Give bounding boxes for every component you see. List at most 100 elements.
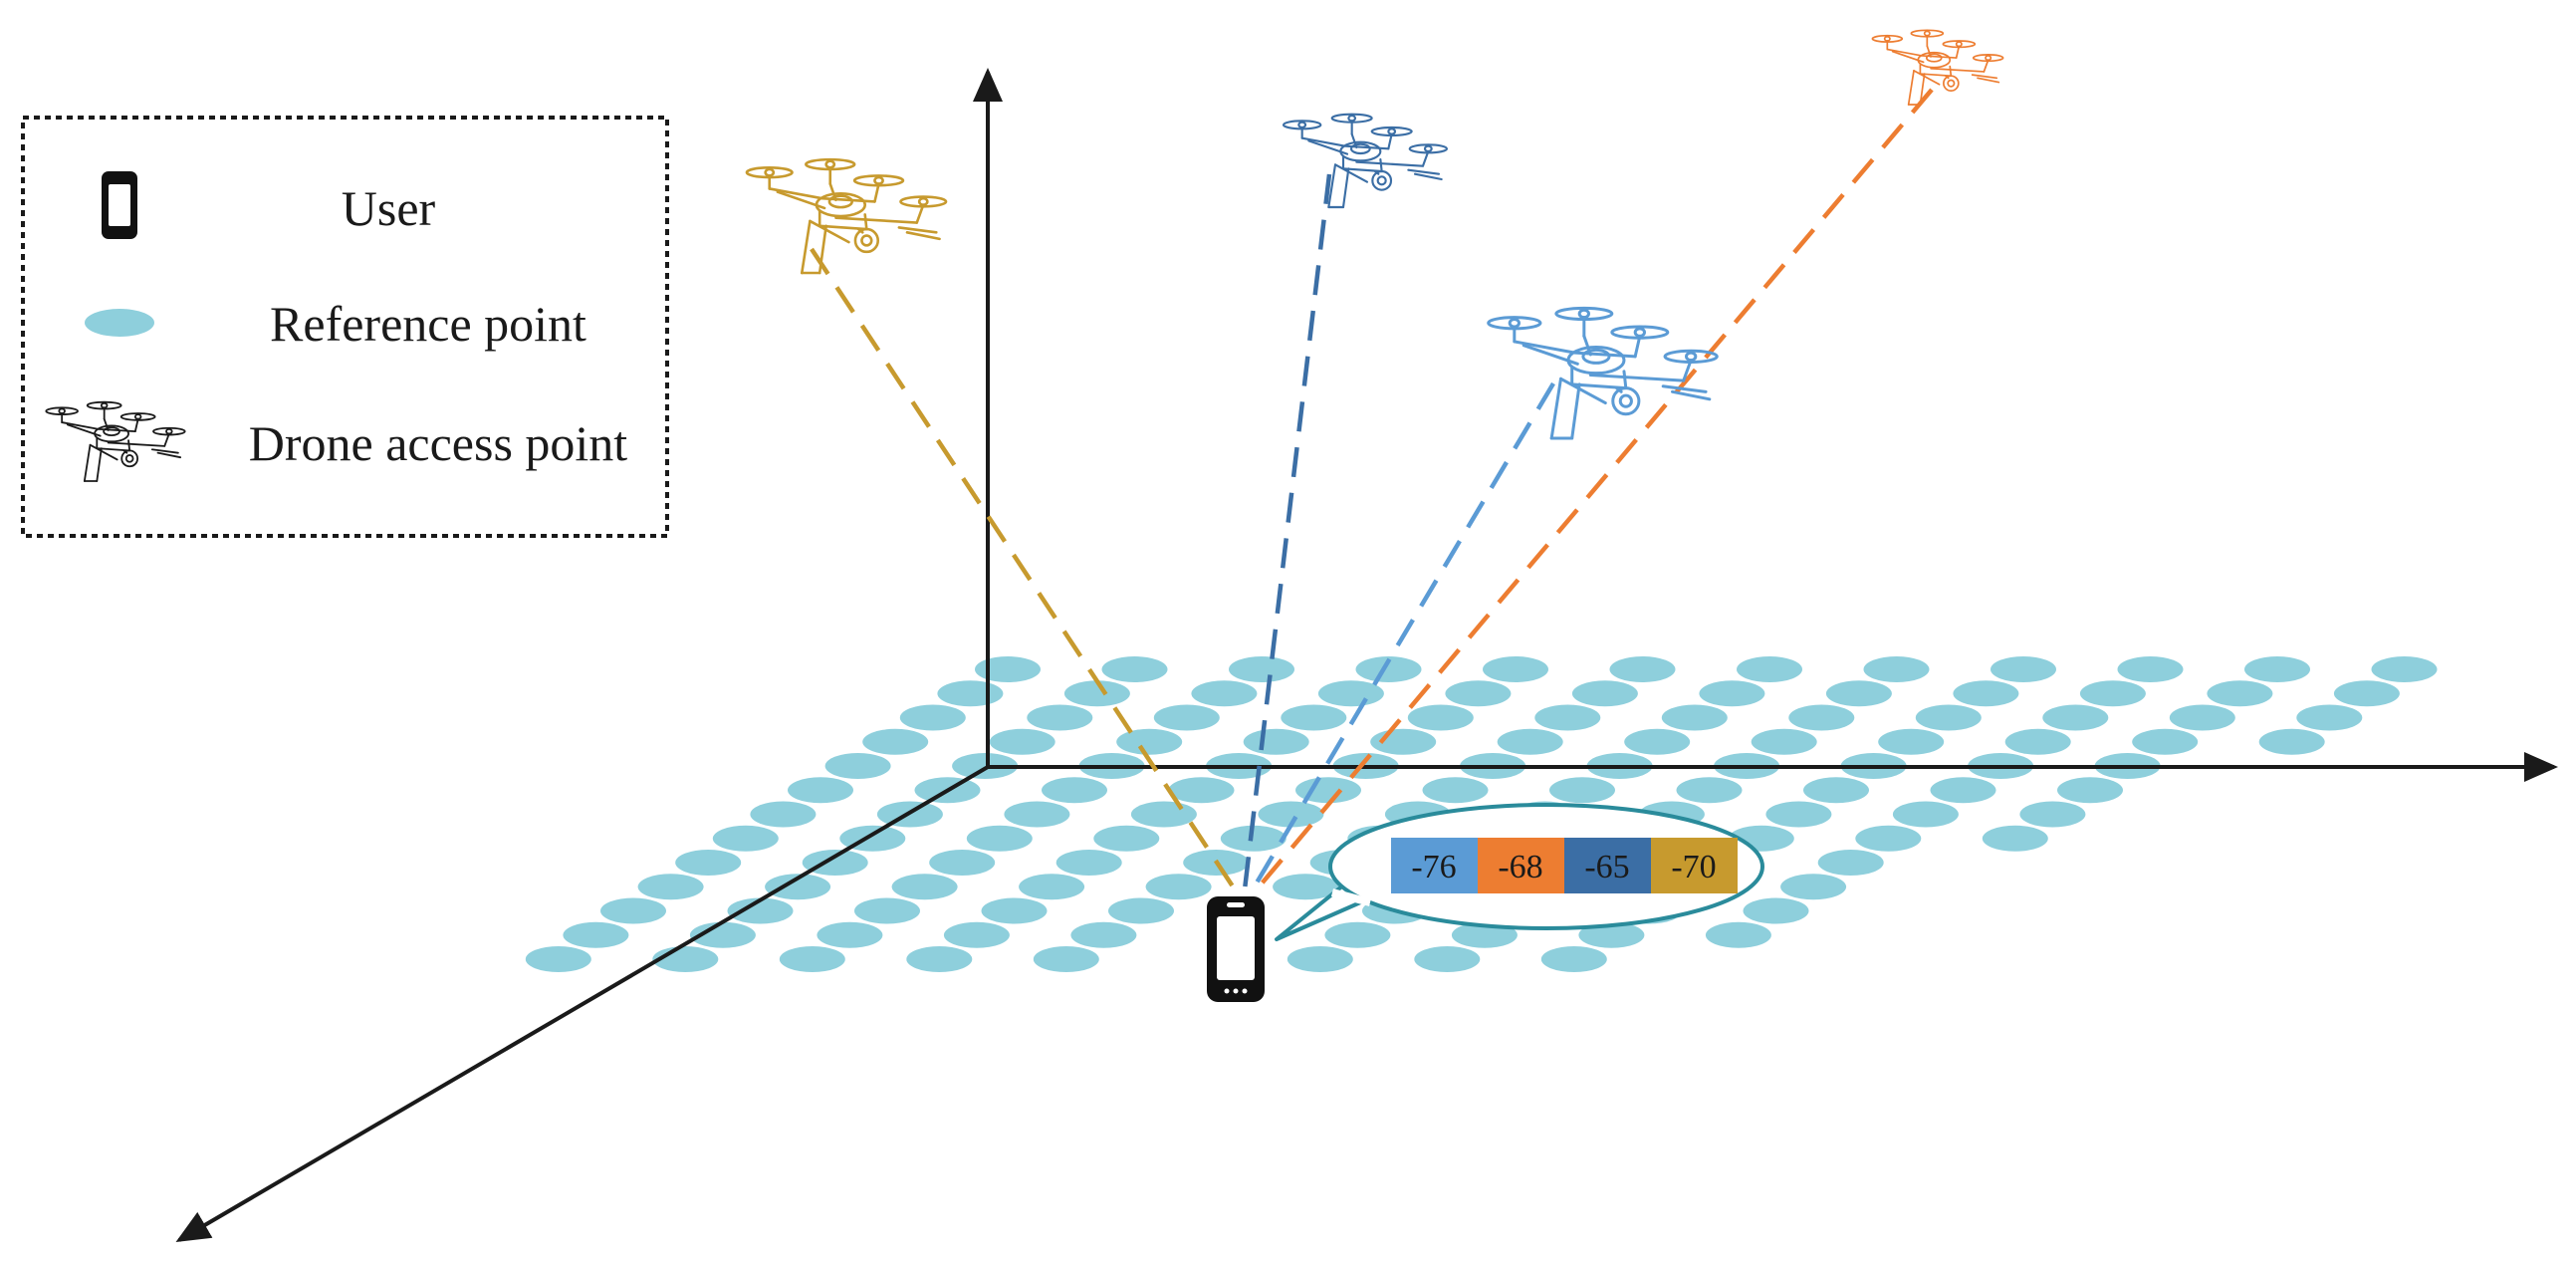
reference-point (891, 874, 958, 900)
reference-point (1273, 874, 1339, 900)
rssi-table: -76 -68 -65 -70 (1391, 838, 1738, 893)
reference-point (2296, 704, 2363, 731)
reference-point (1982, 825, 2048, 852)
rssi-cell: -65 (1564, 838, 1651, 893)
reference-point (1004, 801, 1070, 828)
y-axis (175, 765, 990, 1243)
reference-point (1817, 850, 1884, 876)
reference-point (1825, 680, 1892, 707)
reference-point (1892, 801, 1959, 828)
legend: User Reference point Drone access point (21, 116, 669, 538)
reference-point (788, 777, 853, 804)
reference-point (989, 728, 1055, 755)
reference-point (1751, 728, 1817, 755)
reference-point (937, 680, 1004, 707)
reference-point (1220, 825, 1287, 852)
reference-point (817, 921, 883, 948)
reference-point (1042, 777, 1107, 804)
reference-point (2057, 777, 2123, 804)
reference-point (1483, 656, 1548, 682)
axes (175, 68, 2558, 1243)
reference-point (2207, 680, 2273, 707)
reference-point (906, 946, 973, 972)
reference-point (1027, 704, 1093, 731)
signal-line-gold (810, 247, 1237, 891)
reference-point (1497, 728, 1563, 755)
legend-label: Reference point (270, 296, 586, 352)
legend-item-drone: Drone access point (45, 400, 627, 482)
rssi-value: -76 (1411, 849, 1456, 885)
reference-point (1991, 656, 2056, 682)
reference-point (1101, 656, 1168, 682)
reference-point (802, 850, 868, 876)
reference-point (1153, 704, 1220, 731)
reference-point (1422, 777, 1489, 804)
reference-point (1130, 801, 1197, 828)
reference-point (727, 897, 794, 924)
reference-point (1295, 777, 1361, 804)
reference-point (765, 874, 831, 900)
reference-point (952, 753, 1019, 779)
reference-point (1191, 680, 1258, 707)
phone-icon (102, 171, 137, 239)
reference-point (779, 946, 845, 972)
reference-point-icon (85, 309, 154, 337)
reference-point (1116, 728, 1183, 755)
reference-point (1803, 777, 1869, 804)
reference-point (1407, 704, 1474, 731)
rssi-cell: -68 (1478, 838, 1564, 893)
reference-point (637, 874, 704, 900)
reference-point (1355, 656, 1422, 682)
signal-line-light-blue (1251, 381, 1555, 891)
reference-point (2132, 728, 2199, 755)
reference-point (1063, 680, 1130, 707)
reference-point (1765, 801, 1832, 828)
reference-point (1033, 946, 1099, 972)
reference-point (2371, 656, 2438, 682)
reference-point (966, 825, 1033, 852)
reference-point (2333, 680, 2400, 707)
rssi-cell: -76 (1391, 838, 1478, 893)
reference-point (600, 897, 666, 924)
reference-point (1878, 728, 1945, 755)
reference-point (2042, 704, 2109, 731)
reference-point (2117, 656, 2184, 682)
reference-point (1661, 704, 1728, 731)
reference-point (1168, 777, 1235, 804)
signal-line-orange (1255, 88, 1934, 891)
reference-point (975, 656, 1041, 682)
reference-point (1705, 921, 1771, 948)
reference-point (1324, 921, 1391, 948)
reference-point (943, 921, 1010, 948)
reference-point (1445, 680, 1512, 707)
drone-light-blue (1489, 308, 1718, 438)
reference-point (689, 921, 756, 948)
reference-point (1743, 897, 1809, 924)
reference-point (1055, 850, 1122, 876)
reference-point (563, 921, 629, 948)
reference-point (1287, 946, 1353, 972)
reference-point (1108, 897, 1174, 924)
reference-point (1229, 656, 1294, 682)
reference-point (1609, 656, 1676, 682)
reference-point (1699, 680, 1765, 707)
reference-point (854, 897, 920, 924)
reference-point (750, 801, 817, 828)
reference-point (2258, 728, 2325, 755)
reference-point (1534, 704, 1601, 731)
reference-point (1281, 704, 1347, 731)
reference-point (981, 897, 1048, 924)
reference-point (1855, 825, 1922, 852)
reference-point (1737, 656, 1802, 682)
reference-point (1540, 946, 1607, 972)
reference-point (2169, 704, 2235, 731)
rssi-value: -65 (1584, 849, 1629, 885)
reference-point (1676, 777, 1743, 804)
reference-point (899, 704, 966, 731)
rssi-value: -70 (1671, 849, 1716, 885)
reference-point (2244, 656, 2310, 682)
reference-point (824, 753, 891, 779)
reference-point (1863, 656, 1930, 682)
reference-point (2079, 680, 2146, 707)
